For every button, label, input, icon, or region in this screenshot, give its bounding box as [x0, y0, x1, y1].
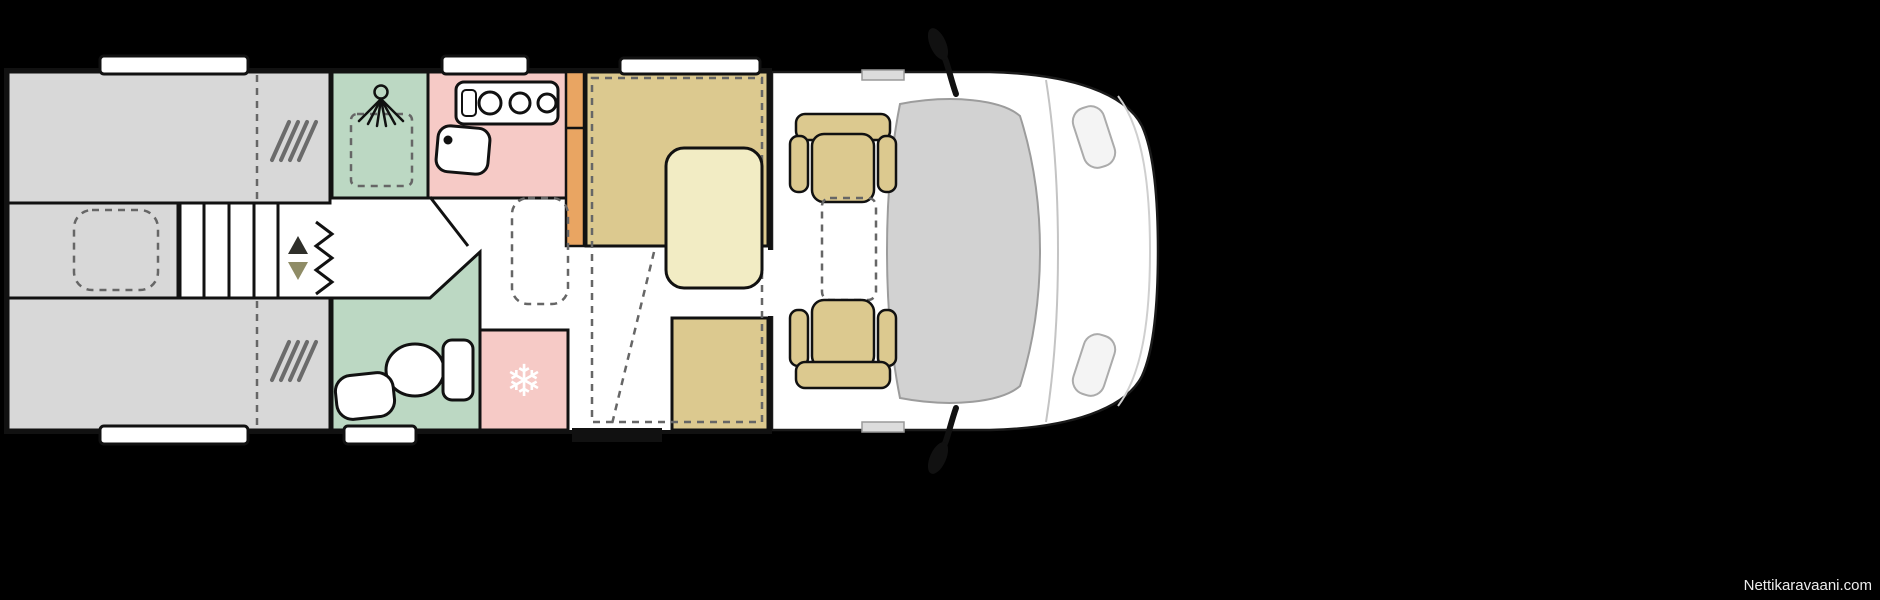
side-mirror-top-icon	[927, 28, 949, 60]
seat-cushion	[810, 298, 876, 370]
seat-armrest	[788, 308, 810, 368]
entry-door	[572, 428, 662, 442]
watermark: Nettikaravaani.com	[1744, 577, 1872, 594]
roof-window	[98, 424, 250, 446]
roof-window	[98, 54, 250, 76]
wardrobe	[564, 70, 586, 248]
cab-seat-passenger	[788, 112, 898, 204]
seat-cushion	[810, 132, 876, 204]
side-mirror-bottom-icon	[927, 442, 949, 474]
living-area: ❄	[4, 54, 776, 446]
roof-window	[440, 54, 530, 76]
cab-seat-driver	[788, 298, 898, 390]
cab	[770, 28, 1160, 474]
side-window-bottom	[861, 421, 905, 433]
bed-middle	[6, 201, 180, 300]
cab-hood-seam	[1045, 79, 1060, 423]
headlight-icon	[1071, 105, 1117, 169]
counter-edge	[428, 196, 470, 247]
windshield	[885, 98, 1042, 404]
dinette-table	[664, 146, 764, 290]
seat-back	[794, 360, 892, 390]
seat-armrest	[876, 308, 898, 368]
shower-room	[330, 70, 432, 200]
side-window-top	[861, 69, 905, 81]
roof-window	[342, 424, 418, 446]
arrow-up-icon	[288, 236, 308, 254]
dinette-bench-bottom	[670, 316, 770, 432]
shower-head-icon	[357, 84, 405, 128]
bed-top	[6, 70, 332, 205]
floor-marking	[510, 196, 570, 306]
mattress-hatch-icon	[270, 340, 318, 382]
headlight-icon	[1071, 333, 1117, 397]
zigzag-partition-icon	[313, 220, 335, 296]
bed-bottom	[6, 296, 332, 432]
pillow	[72, 208, 160, 292]
cab-walkway-opening	[764, 250, 776, 316]
stove-icon	[454, 80, 560, 126]
roof-window	[618, 56, 762, 76]
cab-bumper-seam	[1117, 95, 1152, 407]
seat-armrest	[788, 134, 810, 194]
mattress-hatch-icon	[270, 120, 318, 162]
dropdown-bed-edge	[610, 251, 656, 425]
sink-icon	[434, 124, 492, 176]
toilet-icon	[384, 338, 475, 402]
bathroom-sink-icon	[333, 371, 397, 421]
snowflake-icon: ❄	[506, 357, 543, 406]
seat-armrest	[876, 134, 898, 194]
fridge	[478, 328, 570, 432]
arrow-down-icon	[288, 262, 308, 280]
seat-swivel-zone	[820, 196, 878, 302]
